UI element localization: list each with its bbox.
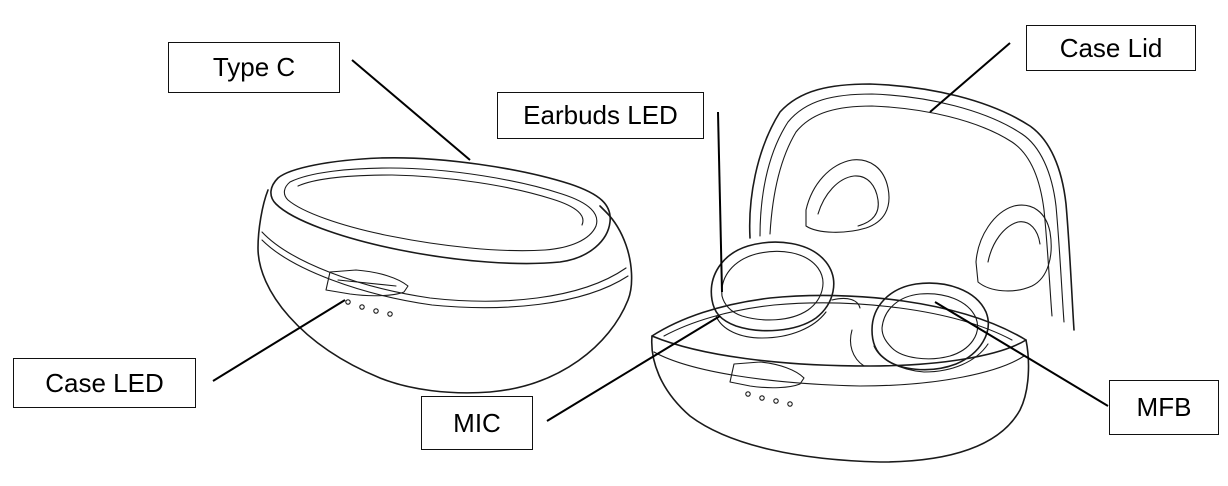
case-lid-label: Case Lid — [1026, 25, 1196, 71]
leader-mfb — [934, 301, 1109, 407]
case-led-label-text: Case LED — [45, 367, 164, 398]
case-led-label: Case LED — [13, 358, 196, 408]
mfb-label: MFB — [1109, 380, 1219, 435]
mic-label-text: MIC — [453, 407, 501, 438]
type-c-label: Type C — [168, 42, 340, 93]
earbuds-led-label: Earbuds LED — [497, 92, 704, 139]
closed-case — [257, 156, 633, 394]
type-c-label-text: Type C — [212, 52, 296, 82]
mfb-label-text: MFB — [1136, 392, 1192, 422]
leader-case-lid — [929, 42, 1011, 113]
leader-type-c — [351, 59, 471, 161]
leader-earbuds-led — [717, 111, 723, 293]
open-case — [650, 83, 1075, 463]
mic-label: MIC — [421, 396, 533, 450]
leader-mic — [546, 315, 721, 422]
case-lid-label-text: Case Lid — [1059, 32, 1163, 63]
leader-case-led — [212, 299, 346, 382]
earbuds-led-label-text: Earbuds LED — [523, 100, 678, 130]
